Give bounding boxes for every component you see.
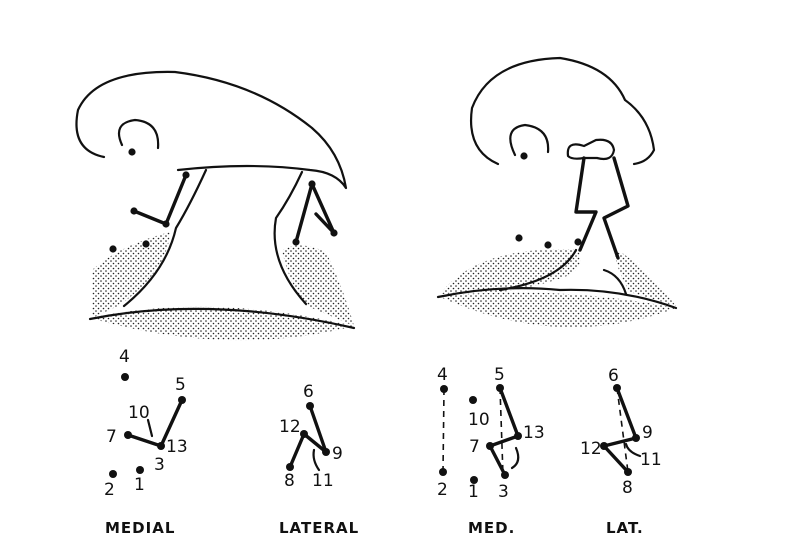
label-3-med: 3 <box>498 482 509 502</box>
label-9: 9 <box>332 444 343 464</box>
label-12: 12 <box>279 417 301 437</box>
right-nostril <box>509 123 550 157</box>
right-flap-outline <box>566 138 616 161</box>
right-zplasty-left <box>574 156 598 252</box>
med-dashed-4-2 <box>442 388 445 473</box>
label-4-med: 4 <box>437 365 448 385</box>
left-lateral-marking <box>294 182 336 244</box>
med-arrow <box>510 446 520 470</box>
right-illustration <box>436 56 678 328</box>
lat-lines <box>602 386 638 474</box>
label-2-med: 2 <box>437 480 448 500</box>
label-6-lat: 6 <box>608 366 619 386</box>
left-cleft-medial-edge <box>122 168 208 308</box>
label-11: 11 <box>312 471 334 491</box>
left-cleft-lateral-edge <box>273 170 308 306</box>
left-nose-outline <box>75 70 348 190</box>
caption-medial: MEDIAL <box>105 519 175 537</box>
label-5-med: 5 <box>494 365 505 385</box>
right-lower-lip-stipple <box>438 292 676 328</box>
caption-med: MED. <box>468 519 515 537</box>
label-6: 6 <box>303 382 314 402</box>
med-dashed-5-3 <box>499 387 504 476</box>
label-8: 8 <box>284 471 295 491</box>
left-lip-line <box>88 307 356 330</box>
left-medial-marking <box>132 173 188 226</box>
right-lip-line <box>436 287 678 310</box>
label-2: 2 <box>104 480 115 500</box>
lat-arrow-11 <box>624 442 642 458</box>
label-3: 3 <box>154 455 165 475</box>
lateral-lines <box>288 404 328 469</box>
label-13-med: 13 <box>523 423 545 443</box>
left-lateral-lip-stipple <box>282 245 354 326</box>
label-5: 5 <box>175 375 186 395</box>
caption-lateral: LATERAL <box>279 519 359 537</box>
lateral-arrow-11 <box>312 448 321 472</box>
medial-arrow-10 <box>146 418 154 438</box>
right-inner-lip-curve <box>498 248 628 296</box>
lat-dashed-6-8 <box>616 387 629 473</box>
label-10: 10 <box>128 403 150 423</box>
label-13: 13 <box>166 437 188 457</box>
diagram-lat: 6 9 12 11 8 LAT. <box>580 366 662 537</box>
right-nose-outline <box>470 56 656 166</box>
right-zplasty-right <box>602 156 630 260</box>
diagram-lateral: 6 12 9 8 11 LATERAL <box>279 382 359 537</box>
diagram-med: 4 5 10 7 13 2 1 3 MED. <box>437 365 545 537</box>
label-7-med: 7 <box>469 437 480 457</box>
label-1: 1 <box>134 475 145 495</box>
label-7: 7 <box>106 427 117 447</box>
label-12-lat: 12 <box>580 439 602 459</box>
label-8-lat: 8 <box>622 478 633 498</box>
label-1-med: 1 <box>468 482 479 502</box>
left-nostril-point <box>128 148 136 156</box>
label-9-lat: 9 <box>642 423 653 443</box>
right-upper-lip-stipple <box>440 249 581 294</box>
medial-lines <box>126 398 184 448</box>
left-medial-lip-stipple <box>92 232 170 318</box>
label-10-med: 10 <box>468 410 490 430</box>
right-upper-lip-stipple-lateral <box>614 248 676 306</box>
caption-lat: LAT. <box>606 519 644 537</box>
label-4: 4 <box>119 347 130 367</box>
left-nostril <box>117 118 160 150</box>
left-illustration <box>75 70 356 341</box>
diagram-medial: 4 5 10 7 13 3 2 1 MEDIAL <box>104 347 188 537</box>
med-lines <box>488 386 520 477</box>
label-11-lat: 11 <box>640 450 662 470</box>
